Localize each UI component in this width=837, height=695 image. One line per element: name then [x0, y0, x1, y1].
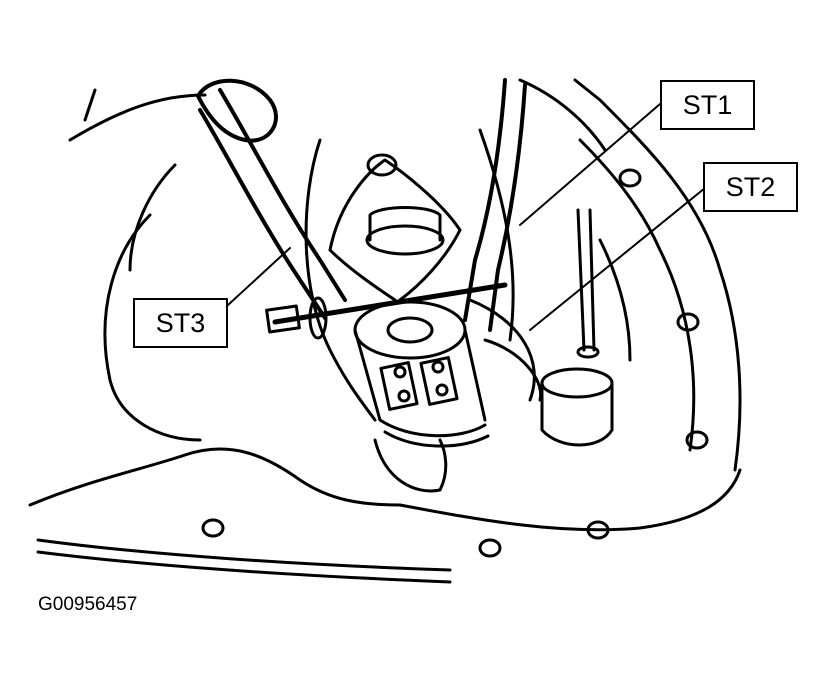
casing-right-outline — [573, 78, 742, 472]
pliers-handle-loop — [196, 78, 278, 143]
gear-ring-2 — [383, 430, 490, 448]
snap-ring-tab — [379, 361, 419, 411]
gear-ring — [378, 418, 487, 438]
bolt-hole — [618, 168, 642, 188]
hub-body-right — [463, 328, 487, 422]
callout-st2-label: ST2 — [725, 171, 776, 202]
bore-lip — [468, 298, 536, 402]
casing-left-bevel — [128, 163, 177, 272]
pliers-left-arm — [218, 88, 347, 302]
pliers-right-arm — [463, 78, 507, 322]
tab-screw — [393, 365, 407, 379]
tab-screw — [435, 383, 449, 397]
casing-right-inner — [578, 138, 696, 452]
callout-st3-label: ST3 — [155, 307, 206, 338]
bolt-boss-body — [540, 381, 614, 447]
pliers-right-arm-outer — [488, 83, 527, 332]
bolt-hole — [478, 538, 502, 558]
snap-ring-tab — [419, 356, 459, 406]
callout-st1-label: ST1 — [682, 89, 733, 120]
bolt-hole — [201, 518, 225, 538]
hub-top — [353, 300, 467, 360]
hub-body-left — [353, 328, 382, 422]
collar-top — [365, 224, 445, 256]
callout-st2: ST2 — [703, 162, 798, 212]
tab-screw — [431, 360, 445, 374]
bolt-hole — [685, 430, 709, 450]
case-rib — [598, 238, 632, 362]
casing-left-lower — [28, 447, 402, 507]
casing-left-outline — [68, 93, 207, 142]
bore-housing-left — [304, 138, 377, 422]
casing-top-ridge — [518, 78, 607, 152]
callout-st3: ST3 — [133, 298, 228, 348]
spring-clip — [328, 158, 462, 302]
rod-base — [576, 345, 600, 359]
flange-right-edge — [398, 468, 742, 532]
dipstick-rod — [576, 208, 586, 352]
casing-left-inner — [103, 213, 202, 442]
casing-top-left — [83, 88, 97, 122]
figure-id: G00956457 — [38, 594, 138, 615]
lower-passage — [373, 438, 448, 493]
leader-st2 — [529, 187, 706, 331]
leader-st1 — [519, 103, 661, 226]
flange-lower-edge — [36, 538, 452, 572]
tab-screw — [397, 389, 411, 403]
callout-st1: ST1 — [660, 80, 755, 130]
bar-end-block — [265, 304, 301, 334]
spring-top-coil — [366, 153, 398, 177]
bar-washer — [308, 296, 328, 340]
bolt-hole — [586, 520, 610, 540]
bore-housing-right — [478, 128, 515, 342]
bolt-hole — [676, 312, 700, 332]
pliers-left-arm-outer — [198, 108, 327, 320]
flange-lower-edge-2 — [36, 550, 452, 584]
bolt-boss-top — [540, 367, 614, 399]
hub-upper-collar — [368, 206, 442, 242]
hub-bore — [386, 316, 434, 344]
leader-st3 — [227, 247, 291, 306]
